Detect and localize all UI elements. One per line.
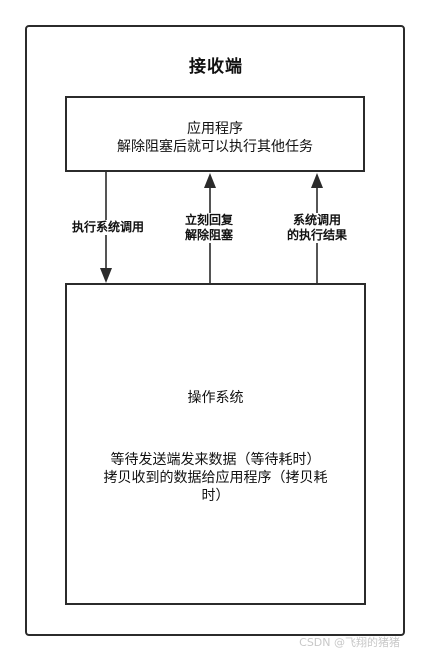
result-label-line-1: 系统调用 (292, 213, 341, 227)
diagram-title: 接收端 (189, 57, 243, 77)
os-box-title: 操作系统 (187, 390, 244, 406)
application-box-title: 应用程序 (187, 121, 243, 137)
application-box-description: 解除阻塞后就可以执行其他任务 (117, 139, 313, 155)
reply-label-line-1: 立刻回复 (184, 213, 233, 227)
os-box: 操作系统 等待发送端发来数据（等待耗时） 拷贝收到的数据给应用程序（拷贝耗 时） (65, 283, 366, 605)
syscall-arrowhead (100, 268, 112, 283)
result-arrowhead (311, 173, 323, 188)
reply-label-line-2: 解除阻塞 (184, 228, 233, 242)
os-box-line-2: 拷贝收到的数据给应用程序（拷贝耗 (103, 470, 328, 486)
os-box-line-3: 时） (201, 488, 230, 504)
result-label-line-2: 的执行结果 (286, 228, 347, 242)
reply-label: 立刻回复 解除阻塞 (176, 213, 242, 243)
watermark: CSDN @飞翔的猪猪 (299, 636, 400, 649)
result-label: 系统调用 的执行结果 (272, 213, 362, 243)
outer-frame (25, 25, 405, 636)
os-box-line-1: 等待发送端发来数据（等待耗时） (110, 452, 321, 468)
syscall-label: 执行系统调用 (60, 220, 156, 235)
application-box: 应用程序 解除阻塞后就可以执行其他任务 (65, 96, 365, 172)
reply-arrowhead (204, 173, 216, 188)
